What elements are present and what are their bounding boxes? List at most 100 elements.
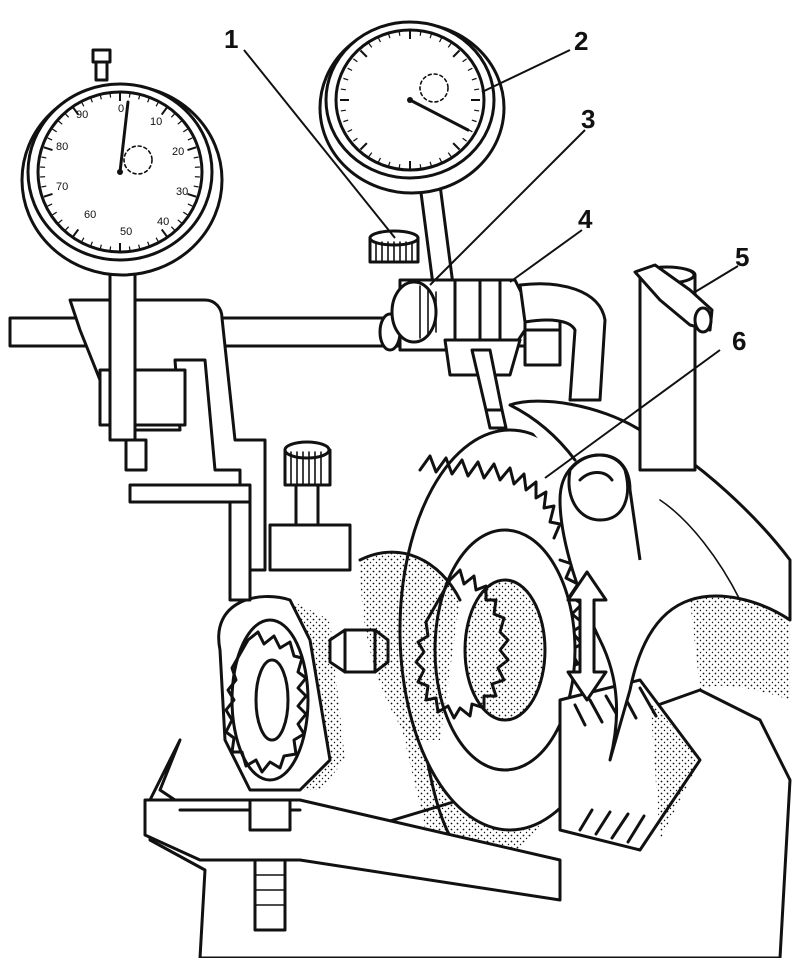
dial-tick xyxy=(177,120,183,125)
dial-tick xyxy=(183,211,188,216)
dial-tick xyxy=(57,219,63,224)
dial-tick xyxy=(99,244,102,250)
dial-tick xyxy=(170,226,176,231)
dial-tick xyxy=(387,33,391,39)
callout-number: 2 xyxy=(574,26,588,56)
dial-tick xyxy=(72,228,80,238)
dial-tick xyxy=(128,92,131,98)
dial-tick xyxy=(340,88,346,91)
dial-tick xyxy=(89,97,93,103)
dial-tick xyxy=(128,246,131,252)
dial-tick xyxy=(109,92,112,98)
dial-tick xyxy=(64,113,70,118)
dial-tick xyxy=(41,156,47,159)
dial-label: 10 xyxy=(150,116,162,128)
dial-tick xyxy=(474,109,480,112)
dial-label: 60 xyxy=(84,209,96,221)
dial-tick xyxy=(52,128,57,133)
dial-tick xyxy=(467,67,473,72)
left-indicator-stem xyxy=(108,263,148,472)
dial-tick xyxy=(429,33,433,39)
dial-tick xyxy=(187,192,197,198)
dial-tick xyxy=(72,106,80,116)
dial-label: 0 xyxy=(118,103,124,115)
dial-tick xyxy=(343,77,349,81)
dial-tick xyxy=(43,192,53,198)
callout-5: 5 xyxy=(694,242,749,293)
dial-tick xyxy=(57,120,63,125)
dial-tick xyxy=(452,49,461,58)
double-headed-arrow-icon xyxy=(566,570,608,702)
dial-tick xyxy=(438,37,443,43)
dial-tick xyxy=(177,219,183,224)
dial-tick xyxy=(471,77,477,81)
dial-tick xyxy=(471,119,477,123)
dial-tick xyxy=(160,106,168,116)
callout-number: 4 xyxy=(578,204,593,234)
dial-tick xyxy=(41,185,47,188)
callout-number: 6 xyxy=(732,326,746,356)
callout-number: 5 xyxy=(735,242,749,272)
right-dial-ticks xyxy=(340,30,480,170)
dial-tick xyxy=(80,237,85,243)
dial-tick xyxy=(187,146,197,152)
dial-tick xyxy=(187,137,193,141)
dial-tick xyxy=(64,226,70,231)
dial-tick xyxy=(147,97,151,103)
dial-tick xyxy=(359,142,368,151)
callout-6: 6 xyxy=(544,326,746,479)
dial-tick xyxy=(419,164,422,170)
dial-tick xyxy=(398,164,401,170)
dial-tick xyxy=(99,94,102,100)
dial-tick xyxy=(138,244,141,250)
callout-2: 2 xyxy=(481,26,588,93)
dial-tick xyxy=(187,203,193,207)
hand xyxy=(508,399,792,762)
dial-tick xyxy=(340,109,346,112)
right-indicator-plunger xyxy=(470,348,508,430)
dial-tick xyxy=(419,30,422,36)
dial-label: 90 xyxy=(76,109,88,121)
right-bracket xyxy=(518,282,607,402)
dial-tick xyxy=(387,161,391,167)
dial-tick xyxy=(347,128,353,133)
dial-tick xyxy=(147,241,151,247)
bearing-cap xyxy=(217,595,345,792)
dial-tick xyxy=(80,101,85,107)
dial-tick xyxy=(447,152,452,157)
dial-tick xyxy=(359,49,368,58)
dial-tick xyxy=(47,137,53,141)
dial-label: 50 xyxy=(120,226,132,238)
dial-tick xyxy=(452,142,461,151)
dial-tick xyxy=(447,43,452,48)
left-dial-scale: 0 10 20 30 40 50 60 70 80 90 xyxy=(56,103,188,238)
dial-tick xyxy=(155,101,160,107)
dial-tick xyxy=(183,128,188,133)
clamp-block xyxy=(443,278,527,377)
dial-tick xyxy=(160,228,168,238)
dial-tick xyxy=(155,237,160,243)
dial-label: 70 xyxy=(56,181,68,193)
dial-tick xyxy=(52,211,57,216)
dial-tick xyxy=(462,137,467,142)
dial-tick xyxy=(193,185,199,188)
left-dial-ticks xyxy=(40,92,200,252)
dial-label: 30 xyxy=(176,186,188,198)
dial-tick xyxy=(138,94,141,100)
dial-tick xyxy=(377,37,382,43)
callout-4: 4 xyxy=(509,204,593,283)
dial-tick xyxy=(170,113,176,118)
dial-tick xyxy=(429,161,433,167)
callout-number: 3 xyxy=(581,104,595,134)
dial-tick xyxy=(343,119,349,123)
dial-tick xyxy=(193,156,199,159)
dial-tick xyxy=(43,146,53,152)
left-dial-indicator: 0 10 20 30 40 50 60 70 80 90 xyxy=(20,48,224,277)
dial-label: 20 xyxy=(172,146,184,158)
dial-label: 40 xyxy=(157,216,169,228)
dial-tick xyxy=(347,67,353,72)
adjusting-screw xyxy=(268,440,352,572)
dial-tick xyxy=(462,58,467,63)
callout-1: 1 xyxy=(224,24,396,239)
